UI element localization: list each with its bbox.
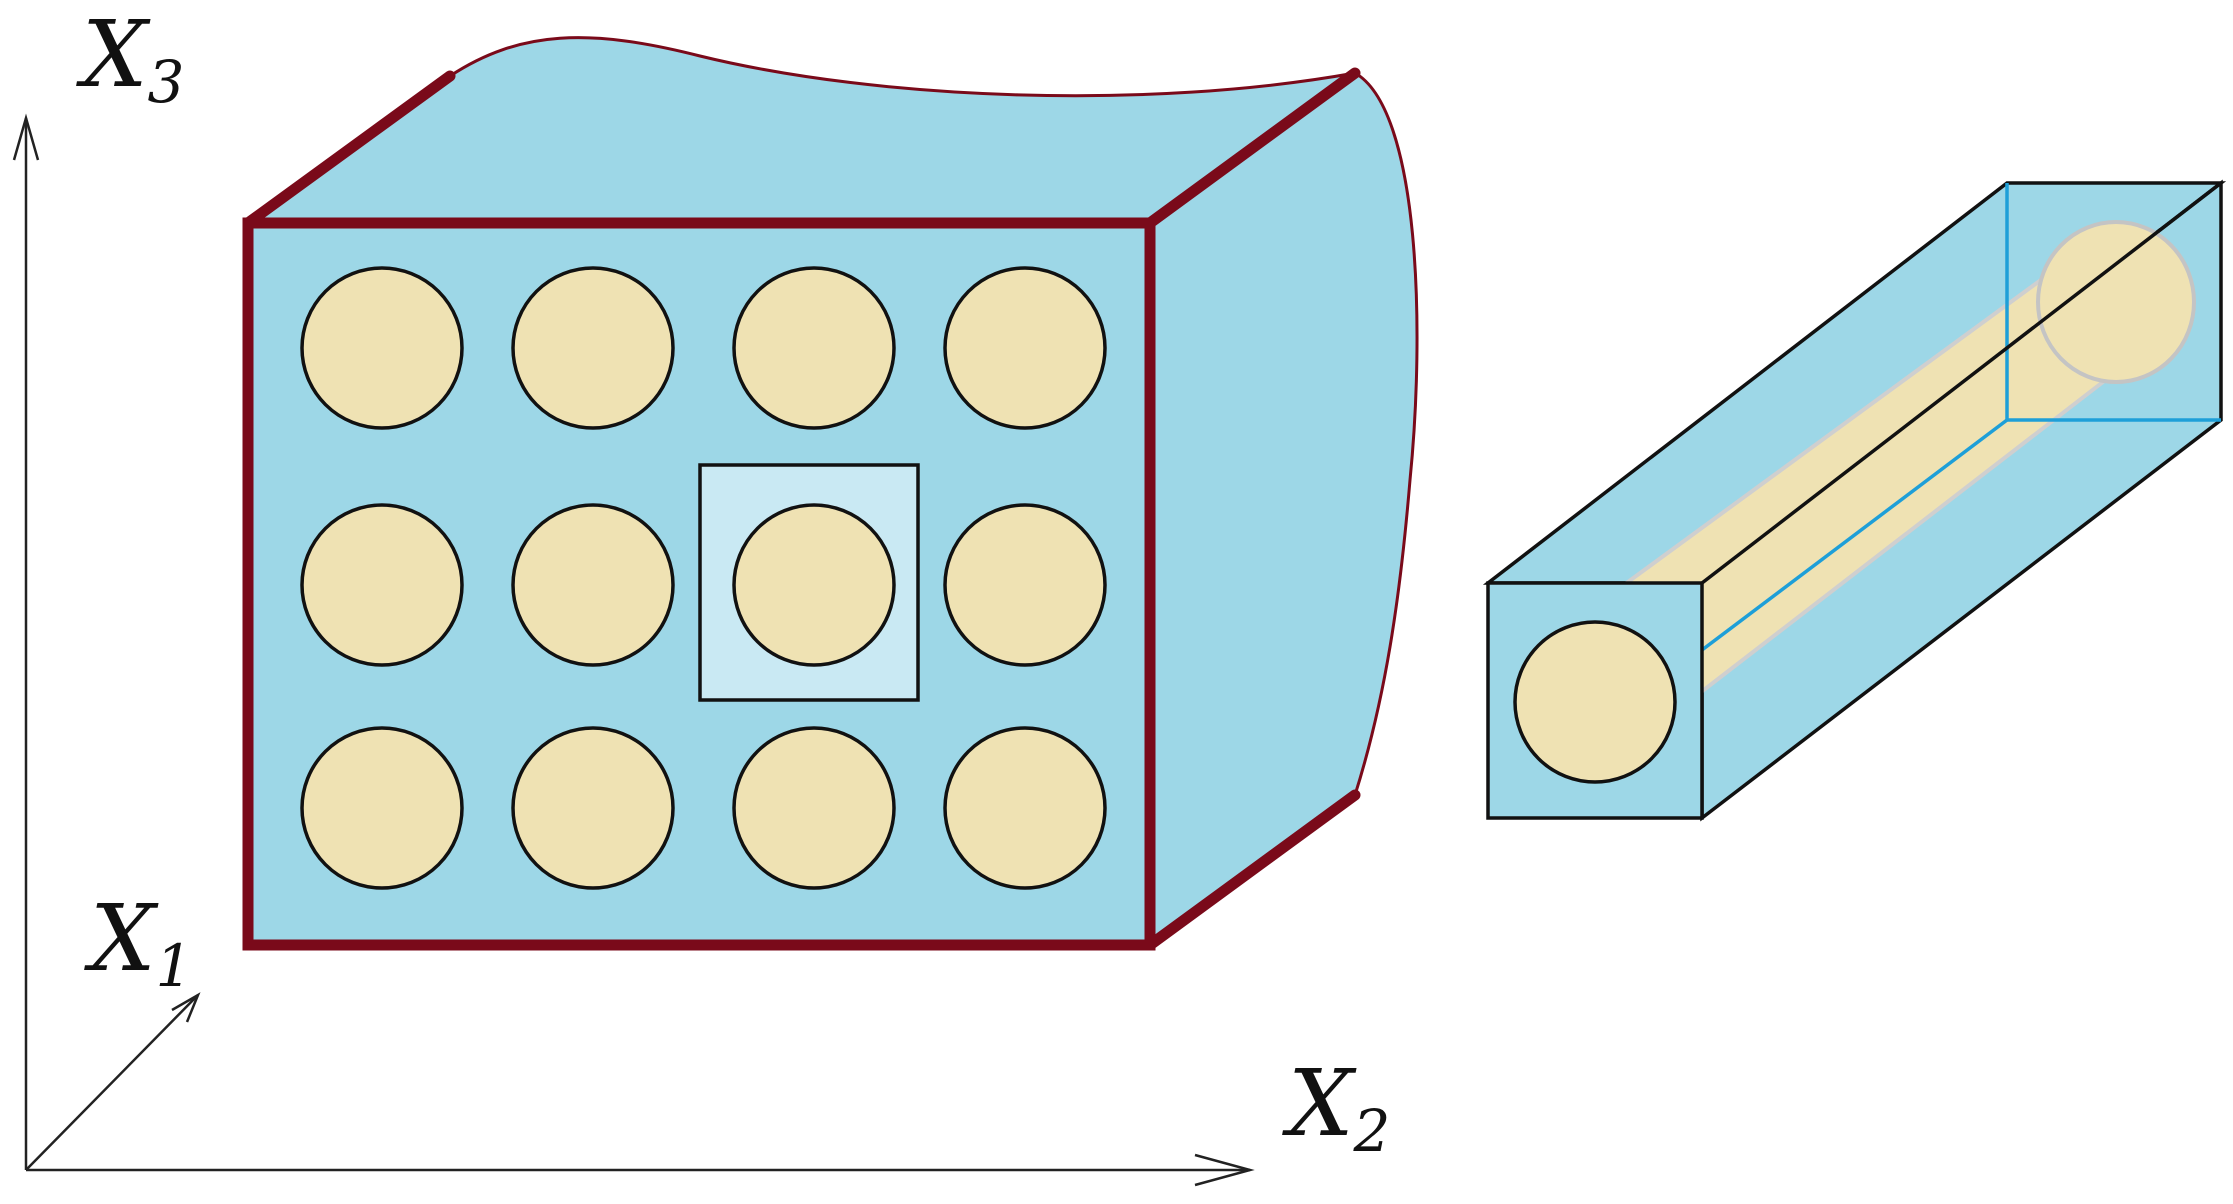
bottom-right-depth-edge	[1144, 789, 1361, 951]
x1-axis-line	[25, 994, 199, 1171]
fiber-cross-section	[300, 266, 464, 430]
fiber-cross-section	[943, 503, 1107, 667]
prism-top-diagonal-edge	[1700, 181, 2223, 585]
fiber-cross-section	[732, 726, 896, 890]
fiber-cross-section	[943, 266, 1107, 430]
x2-axis-label: X2	[1282, 1050, 1390, 1165]
x3-axis-arrowhead	[12, 113, 40, 161]
fiber-grid	[300, 266, 1107, 890]
fiber-cross-section	[732, 503, 896, 667]
top-right-depth-edge	[1144, 67, 1361, 229]
x1-axis-label: X1	[84, 885, 192, 1000]
x2-axis-arrowhead	[1194, 1153, 1255, 1187]
unit-cell-prism	[1482, 179, 2227, 822]
coordinate-axes	[12, 113, 1255, 1187]
prism-fiber-cross-section	[1513, 620, 1677, 784]
prism-hidden-edges	[1700, 183, 2221, 652]
fiber-cylinder-lower-edge	[1624, 373, 2114, 752]
x1-axis-arrowhead	[171, 992, 201, 1023]
fiber-cross-section	[300, 726, 464, 890]
fiber-cross-section	[511, 503, 675, 667]
top-left-depth-edge	[242, 70, 456, 229]
fiber-cross-section	[943, 726, 1107, 890]
fiber-cross-section	[511, 726, 675, 890]
x3-axis-label: X3	[76, 1, 184, 116]
fiber-back-end	[2036, 220, 2196, 384]
fiber-cross-section	[511, 266, 675, 430]
fiber-cross-section	[300, 503, 464, 667]
fiber-cross-section	[732, 266, 896, 430]
block-thick-edges	[242, 67, 1361, 951]
hidden-depth-edge	[1700, 418, 2009, 652]
composite-block	[242, 36, 1419, 951]
block-top-face	[243, 36, 1356, 225]
block-right-face	[1148, 71, 1419, 948]
fiber-cylinder-upper-edge	[1563, 226, 2114, 630]
